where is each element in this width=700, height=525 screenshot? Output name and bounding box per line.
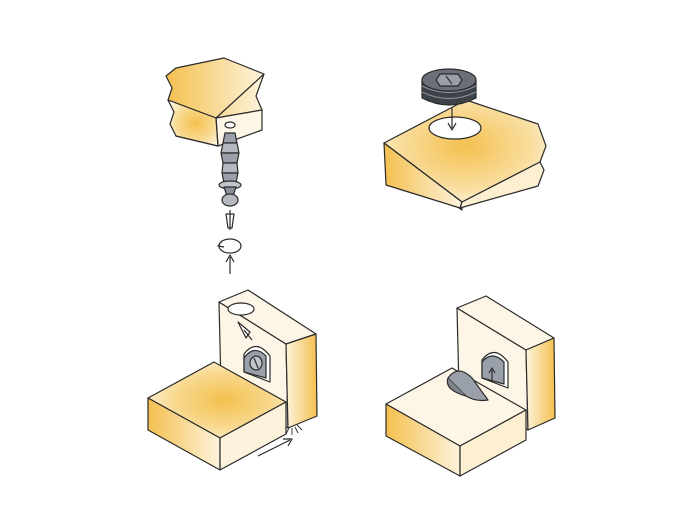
base-panel-right bbox=[385, 367, 527, 477]
dowel-screw bbox=[218, 132, 242, 207]
up-arrow-icon bbox=[225, 254, 235, 274]
down-arrow-icon bbox=[447, 108, 457, 131]
dowel-half-disc bbox=[446, 370, 489, 402]
contact-burst-icon bbox=[285, 424, 303, 435]
screwdriver-tip bbox=[237, 321, 253, 341]
cam-lock-in-panel bbox=[243, 349, 267, 379]
cam-lock-fitting bbox=[421, 68, 477, 106]
panel-top-left bbox=[165, 57, 265, 147]
panel-top-right bbox=[383, 99, 547, 211]
base-panel-left bbox=[147, 361, 287, 471]
screwdriver-bit bbox=[225, 210, 235, 230]
cam-lock-tightened bbox=[481, 355, 505, 385]
step-1-screw-dowel bbox=[165, 57, 265, 274]
rotate-arrow-icon bbox=[217, 238, 242, 254]
step-2-cam-into-hole bbox=[383, 68, 547, 211]
step-3-join-panels bbox=[147, 289, 318, 471]
step-4-assembled-joint bbox=[385, 295, 556, 477]
slide-arrow-icon bbox=[257, 438, 293, 457]
